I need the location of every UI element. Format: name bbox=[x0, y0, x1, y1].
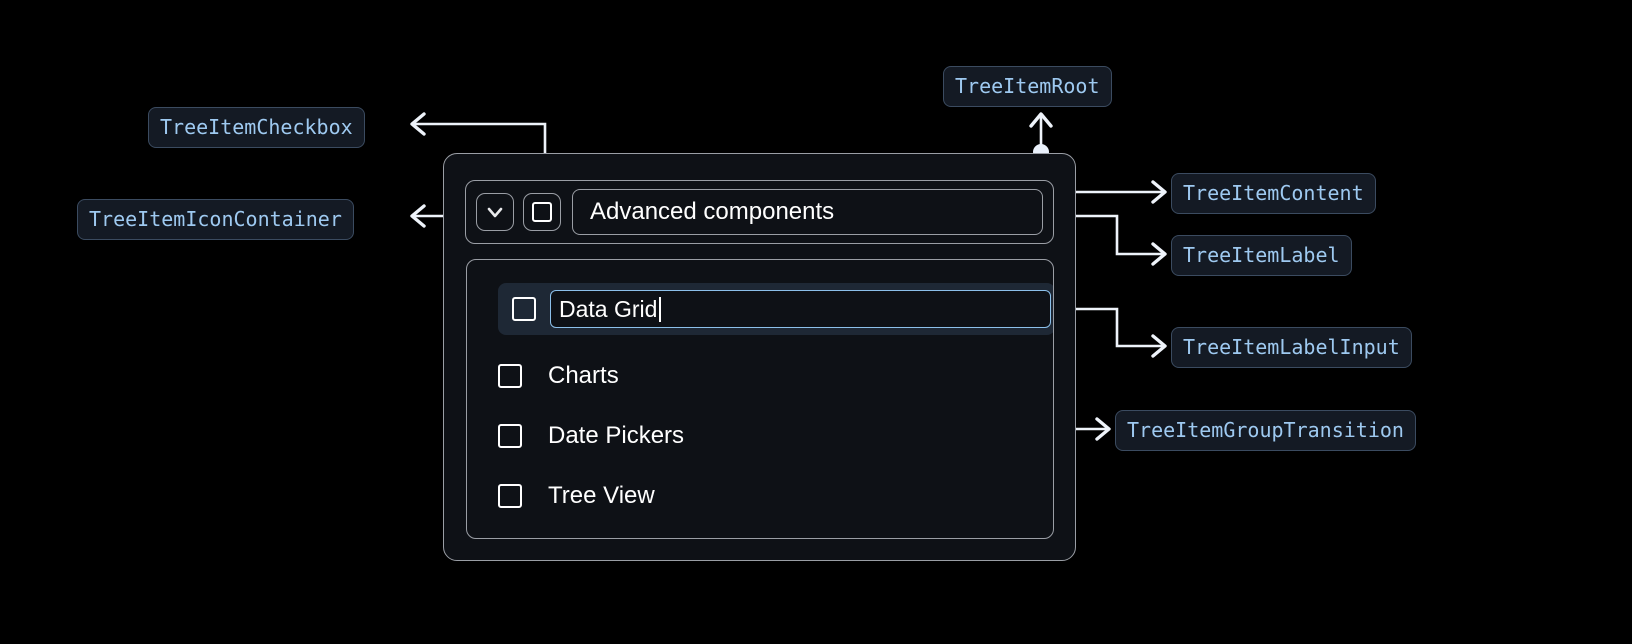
tree-item-row-selected[interactable]: Data Grid bbox=[498, 283, 1053, 335]
arrowhead-tree-item-label bbox=[1151, 242, 1167, 266]
tree-item-checkbox[interactable] bbox=[523, 193, 561, 231]
annotation-chip-tree-item-icon-container: TreeItemIconContainer bbox=[77, 199, 354, 240]
tree-item-label-input-value: Data Grid bbox=[559, 295, 658, 322]
tree-item-row-charts[interactable]: Charts bbox=[467, 353, 1053, 399]
tree-item-label-text: Advanced components bbox=[590, 198, 835, 225]
text-cursor bbox=[659, 296, 662, 322]
tree-item-checkbox-charts[interactable] bbox=[498, 364, 522, 388]
tree-item-label-input[interactable]: Data Grid bbox=[550, 290, 1051, 328]
annotation-chip-tree-item-label-input: TreeItemLabelInput bbox=[1171, 327, 1412, 368]
tree-item-row-date-pickers[interactable]: Date Pickers bbox=[467, 413, 1053, 459]
checkbox-square-icon bbox=[532, 202, 552, 222]
arrowhead-tree-item-group-transition bbox=[1095, 417, 1111, 441]
tree-item-row-tree-view[interactable]: Tree View bbox=[467, 473, 1053, 519]
tree-item-label-date-pickers: Date Pickers bbox=[548, 422, 685, 449]
arrowhead-tree-item-icon-container bbox=[410, 204, 426, 228]
arrowhead-tree-item-checkbox bbox=[410, 112, 426, 136]
tree-item-label-tree-view: Tree View bbox=[548, 482, 655, 509]
tree-item-label[interactable]: Advanced components bbox=[572, 189, 1043, 235]
tree-item-content[interactable]: Advanced components bbox=[465, 180, 1054, 244]
tree-item-checkbox-data-grid[interactable] bbox=[512, 297, 536, 321]
annotation-chip-tree-item-root: TreeItemRoot bbox=[943, 66, 1112, 107]
chevron-down-icon bbox=[482, 199, 508, 225]
tree-item-checkbox-tree-view[interactable] bbox=[498, 484, 522, 508]
arrowhead-tree-item-content bbox=[1151, 180, 1167, 204]
annotation-chip-tree-item-label: TreeItemLabel bbox=[1171, 235, 1352, 276]
tree-item-checkbox-date-pickers[interactable] bbox=[498, 424, 522, 448]
annotation-chip-tree-item-group-transition: TreeItemGroupTransition bbox=[1115, 410, 1416, 451]
annotation-chip-tree-item-content: TreeItemContent bbox=[1171, 173, 1376, 214]
arrowhead-tree-item-root bbox=[1029, 112, 1053, 128]
tree-item-root[interactable]: Advanced components Data Grid Charts Dat… bbox=[443, 153, 1076, 561]
tree-item-group-transition: Data Grid Charts Date Pickers Tree View bbox=[466, 259, 1054, 539]
arrowhead-tree-item-label-input bbox=[1151, 334, 1167, 358]
tree-item-label-charts: Charts bbox=[548, 362, 619, 389]
tree-item-icon-container[interactable] bbox=[476, 193, 514, 231]
annotation-chip-tree-item-checkbox: TreeItemCheckbox bbox=[148, 107, 365, 148]
